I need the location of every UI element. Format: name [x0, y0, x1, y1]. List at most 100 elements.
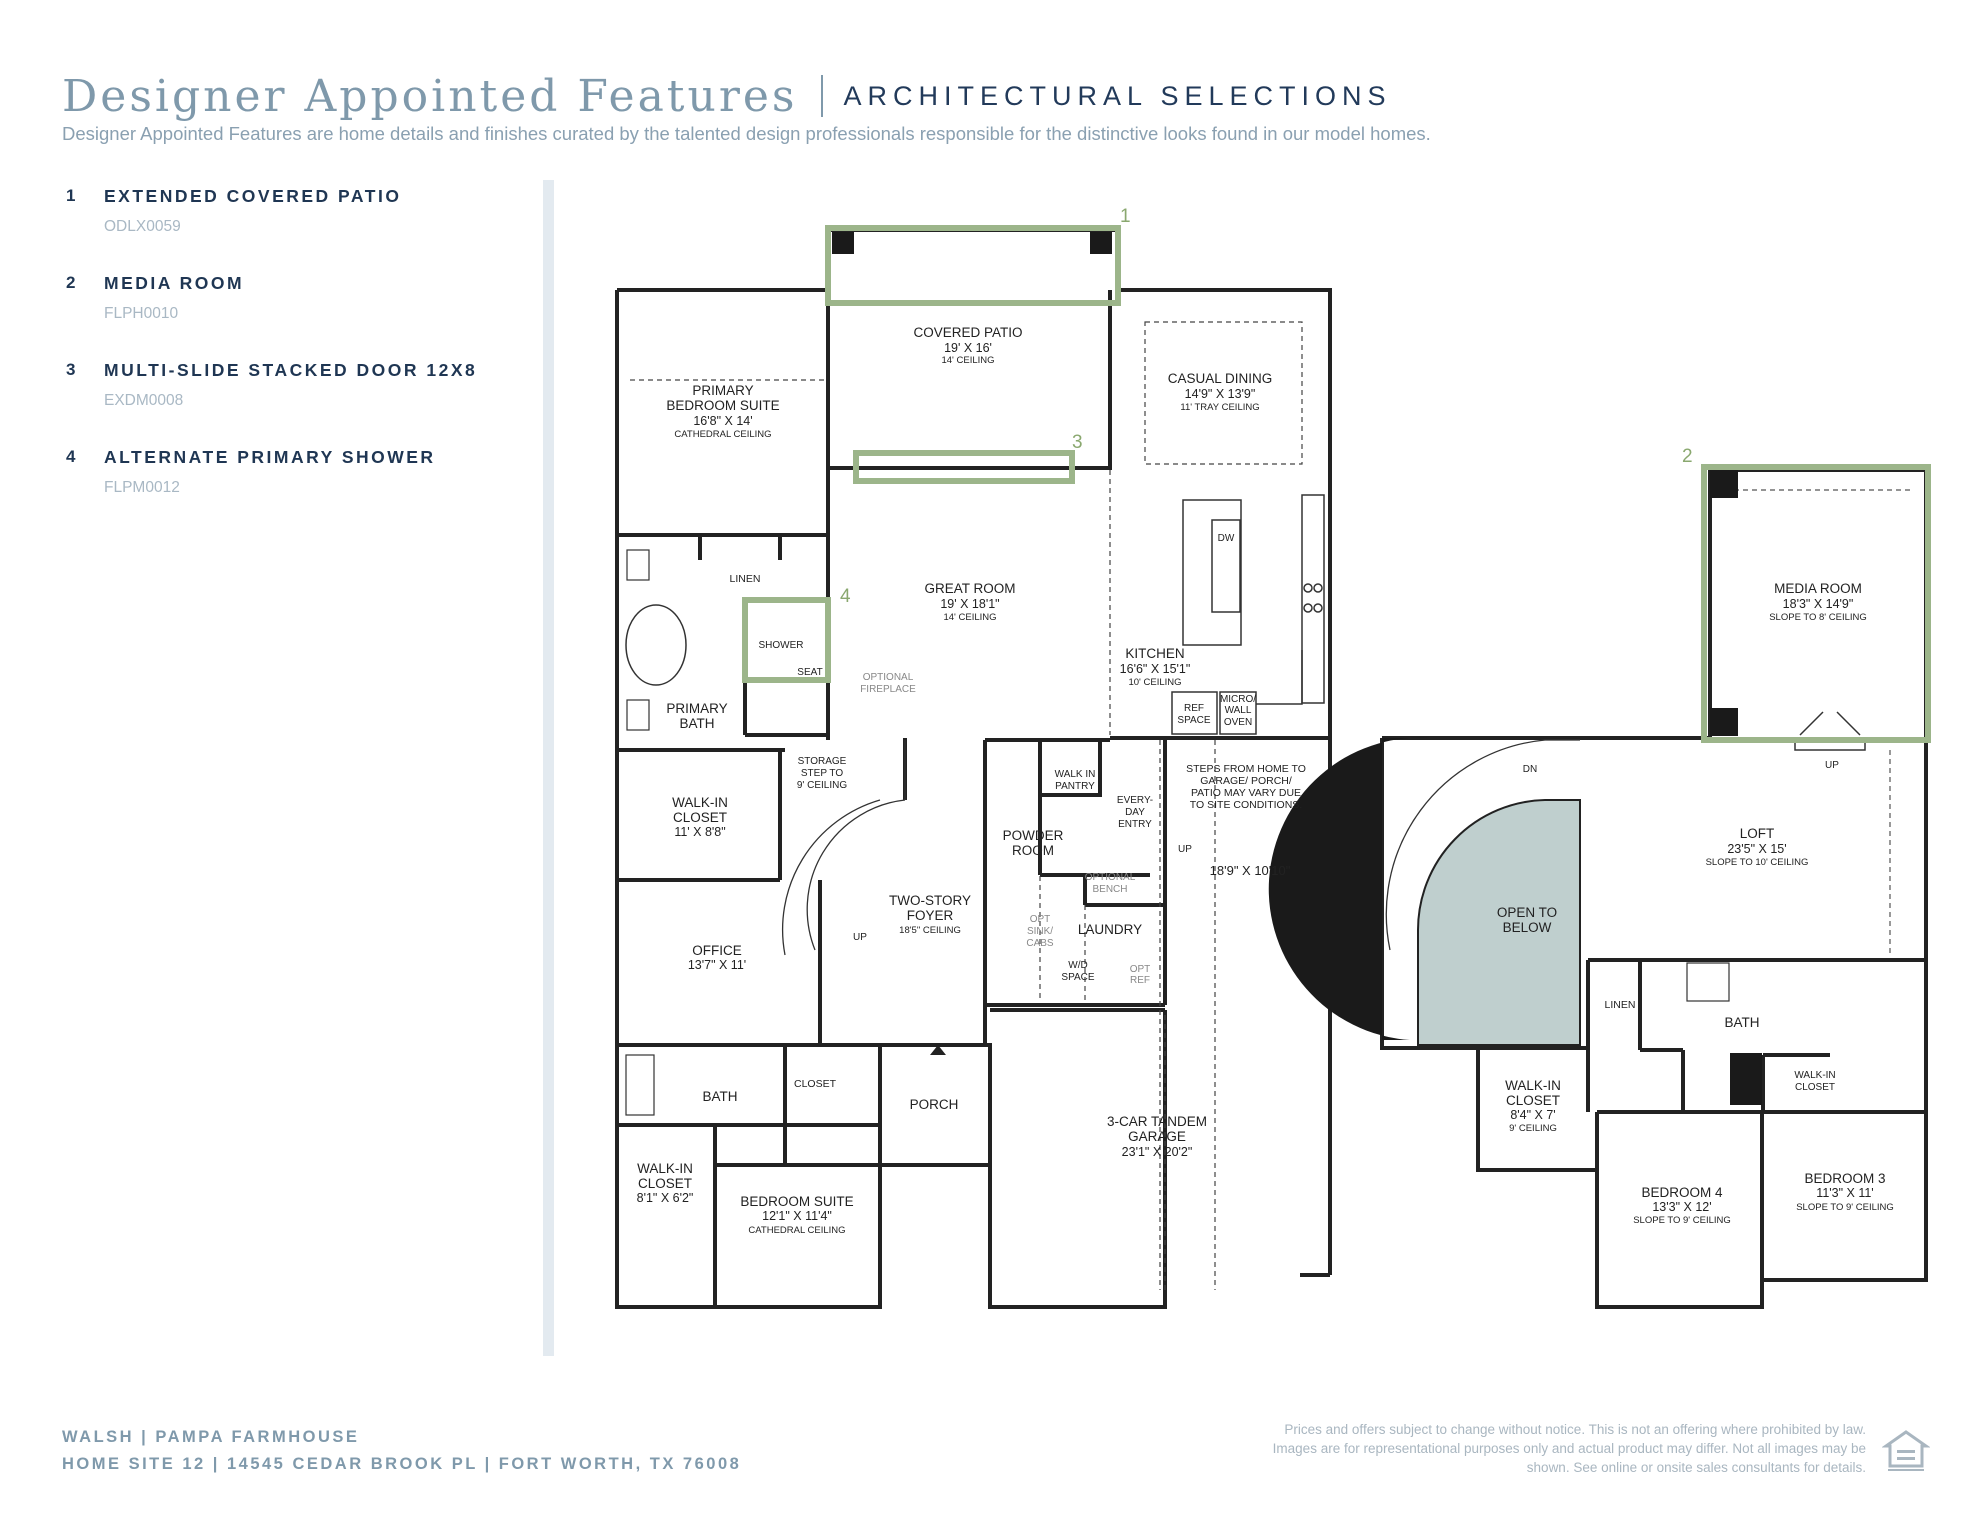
- footer-community: WALSH | PAMPA FARMHOUSE: [62, 1428, 360, 1446]
- great-room-size: 19' X 18'1": [940, 597, 999, 611]
- selection-number: 4: [66, 447, 76, 466]
- bedroom4-name: BEDROOM 4: [1641, 1185, 1723, 1200]
- storage-label-1: STORAGE: [798, 756, 847, 767]
- highlight-media-room: [1701, 464, 1931, 743]
- pantry-label-1: WALK IN: [1055, 769, 1096, 780]
- kitchen-size: 16'6" X 15'1": [1120, 662, 1191, 676]
- everyday-entry-label-1: EVERY-: [1117, 795, 1153, 806]
- everyday-entry-label-3: ENTRY: [1118, 819, 1152, 830]
- sink-icon: [626, 699, 650, 731]
- tub-icon: [625, 1054, 655, 1116]
- tub-icon: [1686, 962, 1730, 1002]
- garage-name-2: GARAGE: [1128, 1129, 1186, 1144]
- small-walkin-closet-name-1: WALK-IN: [637, 1161, 693, 1176]
- opt-sink-label-2: SINK/: [1027, 926, 1053, 937]
- linen-label: LINEN: [730, 573, 761, 585]
- optional-bench-label-2: BENCH: [1092, 884, 1127, 895]
- media-room-name: MEDIA ROOM: [1774, 581, 1862, 596]
- selection-code: FLPH0010: [104, 305, 179, 322]
- office-size: 13'7" X 11': [688, 958, 746, 972]
- seat-label: SEAT: [797, 667, 822, 678]
- bedroom4-note: SLOPE TO 9' CEILING: [1633, 1215, 1731, 1226]
- ref-space-label-1: REF: [1184, 703, 1204, 714]
- selection-code: FLPM0012: [104, 479, 180, 496]
- covered-patio-size: 19' X 16': [944, 341, 992, 355]
- intro-text: Designer Appointed Features are home det…: [62, 123, 1431, 144]
- storage-label-2: STEP TO: [801, 768, 843, 779]
- steps-note-1: STEPS FROM HOME TO: [1186, 763, 1306, 775]
- steps-note-4: TO SITE CONDITIONS.: [1190, 799, 1302, 811]
- marker-3: 3: [1072, 432, 1083, 453]
- media-room-note: SLOPE TO 8' CEILING: [1769, 612, 1867, 623]
- pantry-label-2: PANTRY: [1055, 781, 1095, 792]
- opt-ref-label-1: OPT: [1130, 964, 1151, 975]
- page-title: Designer Appointed Features: [62, 70, 798, 122]
- bedroom3-size: 11'3" X 11': [1816, 1186, 1873, 1200]
- bedroom3-note: SLOPE TO 9' CEILING: [1796, 1202, 1894, 1213]
- optional-fireplace-label-2: FIREPLACE: [860, 684, 916, 695]
- open-to-below-area: [1417, 799, 1581, 1046]
- kitchen-name: KITCHEN: [1125, 646, 1184, 661]
- garage-name-1: 3-CAR TANDEM: [1107, 1114, 1207, 1129]
- upper-walkin-closet2-name-1: WALK-IN: [1794, 1070, 1835, 1081]
- upper-walkin-closet-note: 9' CEILING: [1509, 1123, 1557, 1134]
- column: [1710, 708, 1738, 736]
- shower-label: SHOWER: [759, 640, 804, 651]
- selection-item: 3 MULTI-SLIDE STACKED DOOR 12X8 EXDM0008: [62, 360, 502, 447]
- staircase-main: [781, 740, 906, 956]
- opt-sink-label-1: OPT: [1030, 914, 1051, 925]
- feature-highlights: [742, 225, 1931, 743]
- equal-housing-opportunity-icon: [1882, 1430, 1930, 1471]
- casual-dining-name: CASUAL DINING: [1168, 371, 1273, 386]
- casual-dining-size: 14'9" X 13'9": [1185, 387, 1256, 401]
- laundry-name: LAUNDRY: [1078, 922, 1142, 937]
- garage-size: 23'1" X 20'2": [1122, 1145, 1193, 1159]
- bathtub-icon: [625, 604, 687, 686]
- highlight-stacked-door: [853, 450, 1075, 484]
- wd-space-label-2: SPACE: [1061, 972, 1094, 983]
- foyer-name-2: FOYER: [907, 908, 954, 923]
- steps-note-3: PATIO MAY VARY DUE: [1191, 787, 1301, 799]
- upper-linen-label: LINEN: [1605, 999, 1636, 1011]
- opt-ref-label-2: REF: [1130, 975, 1150, 986]
- wd-space-label-1: W/D: [1068, 960, 1087, 971]
- loft-size: 23'5" X 15': [1727, 842, 1786, 856]
- primary-bath-name-2: BATH: [679, 716, 714, 731]
- loft-name: LOFT: [1740, 826, 1775, 841]
- selection-item: 1 EXTENDED COVERED PATIO ODLX0059: [62, 186, 502, 273]
- opt-sink-label-3: CABS: [1026, 938, 1054, 949]
- disclaimer-text: Prices and offers subject to change with…: [1272, 1422, 1866, 1475]
- media-room-doors: [1794, 711, 1866, 751]
- walkin-closet-name-2: CLOSET: [673, 810, 727, 825]
- office-name: OFFICE: [692, 943, 742, 958]
- optional-bench-label-1: OPTIONAL: [1085, 872, 1136, 883]
- column: [832, 232, 854, 254]
- great-room-name: GREAT ROOM: [924, 581, 1015, 596]
- up-label-1: UP: [1178, 844, 1192, 855]
- powder-room-name-1: POWDER: [1003, 828, 1064, 843]
- bath-name: BATH: [702, 1089, 737, 1104]
- optional-fireplace-label-1: OPTIONAL: [863, 672, 914, 683]
- micro-label-2: WALL: [1225, 705, 1252, 716]
- great-room-note: 14' CEILING: [943, 612, 996, 623]
- micro-label-1: MICRO/: [1220, 694, 1256, 705]
- up-label-2: UP: [853, 932, 867, 943]
- column-divider: [543, 180, 554, 1356]
- dishwasher-label: DW: [1218, 533, 1235, 544]
- title-divider: [821, 75, 824, 117]
- upper-walkin-closet-size: 8'4" X 7': [1510, 1108, 1555, 1122]
- selection-number: 3: [66, 360, 76, 379]
- upper-bath-name: BATH: [1724, 1015, 1759, 1030]
- covered-patio-name: COVERED PATIO: [913, 325, 1022, 340]
- walkin-closet-size: 11' X 8'8": [674, 825, 725, 839]
- dashed-lines: [630, 321, 1303, 1290]
- marker-4: 4: [840, 586, 851, 607]
- garage-steps-dimension: 18'9" X 10'10": [1210, 863, 1291, 878]
- selection-item: 4 ALTERNATE PRIMARY SHOWER FLPM0012: [62, 447, 502, 534]
- feature-markers: 1 2 3 4: [840, 206, 1693, 607]
- page-header: Designer Appointed Features ARCHITECTURA…: [62, 66, 1392, 126]
- stair-wall-fill: [1268, 737, 1430, 1040]
- entry-arrow-icon: [930, 1045, 946, 1055]
- bedroom-suite-name: BEDROOM SUITE: [740, 1194, 853, 1209]
- kitchen-island: [1171, 494, 1325, 735]
